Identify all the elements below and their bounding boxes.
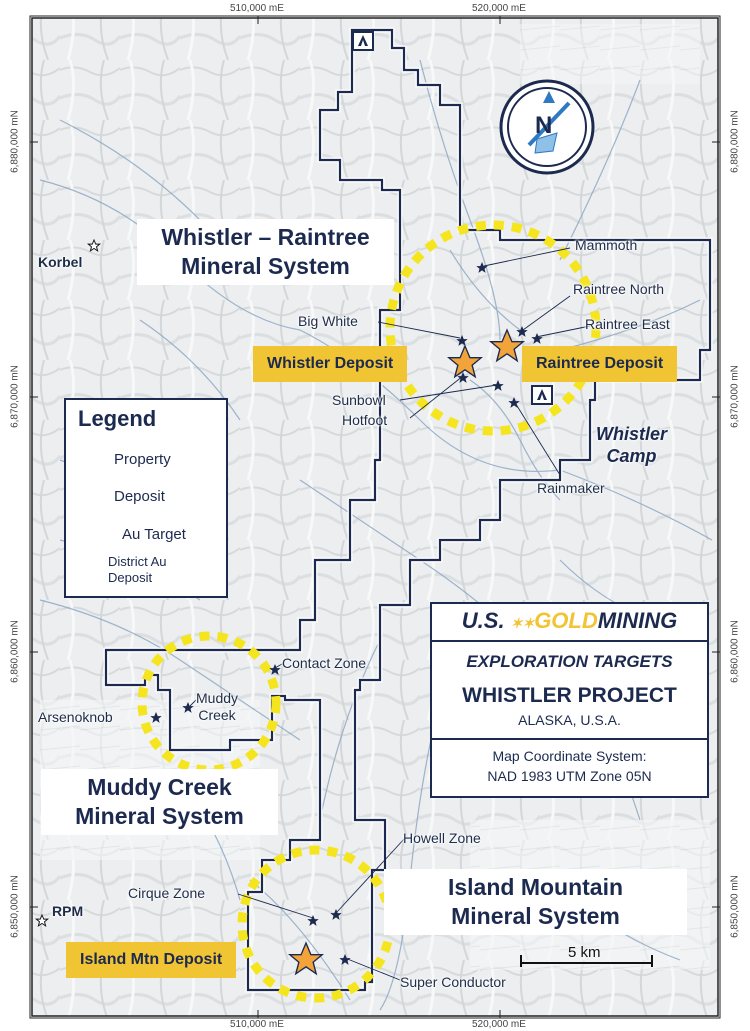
scale-bar-label: 5 km xyxy=(568,944,601,961)
compass-north-letter: N xyxy=(535,112,553,139)
target-label-muddy-creek: Muddy Creek xyxy=(196,690,238,724)
system-label-muddy-creek: Muddy Creek Mineral System xyxy=(41,769,278,835)
deposit-label-raintree: Raintree Deposit xyxy=(522,346,678,382)
camp-label: Whistler Camp xyxy=(596,423,667,467)
target-label-arsenoknob: Arsenoknob xyxy=(38,709,113,725)
camp-label-line: Whistler xyxy=(596,424,668,444)
coord-bottom-520: 520,000 mE xyxy=(472,1019,526,1030)
legend-panel: Legend Property Deposit Au Target Distri… xyxy=(64,398,228,598)
camp-label-line: Camp xyxy=(606,446,657,466)
legend-item-property: Property xyxy=(114,451,171,468)
legend-item-deposit: Deposit xyxy=(114,488,165,505)
target-label-big-white: Big White xyxy=(298,313,358,329)
coord-right-6850: 6,850,000 mN xyxy=(729,875,741,938)
target-label-mammoth: Mammoth xyxy=(575,237,638,253)
title-crs: Map Coordinate System: NAD 1983 UTM Zone… xyxy=(432,746,707,786)
title-heading: EXPLORATION TARGETS xyxy=(466,652,673,671)
legend-item-line: Deposit xyxy=(108,570,153,585)
title-divider xyxy=(432,640,707,642)
target-label-line: Muddy xyxy=(196,690,239,706)
coord-right-6860: 6,860,000 mN xyxy=(729,620,741,683)
logo-stars-icon: ✶✶ xyxy=(510,615,535,631)
coord-left-6860: 6,860,000 mN xyxy=(9,620,21,683)
legend-item-au-target: Au Target xyxy=(122,526,186,543)
legend-item-district-au-deposit: District Au Deposit xyxy=(108,554,167,586)
system-label-line: Island Mountain xyxy=(447,874,624,900)
target-label-raintree-north: Raintree North xyxy=(573,281,665,297)
logo-mining: MINING xyxy=(597,608,678,633)
title-divider xyxy=(432,738,707,740)
coord-top-510: 510,000 mE xyxy=(230,3,284,14)
logo-gold: GOLD xyxy=(534,608,598,633)
target-label-raintree-east: Raintree East xyxy=(585,316,670,332)
district-label-korbel: Korbel xyxy=(38,254,83,270)
target-label-rainmaker: Rainmaker xyxy=(537,480,605,496)
title-project: WHISTLER PROJECT xyxy=(462,684,677,707)
whistler-raintree-circle xyxy=(385,220,601,436)
system-label-line: Mineral System xyxy=(75,803,244,829)
deposit-label-island-mtn: Island Mtn Deposit xyxy=(66,942,237,978)
target-label-cirque-zone: Cirque Zone xyxy=(128,885,206,901)
legend-title: Legend xyxy=(78,406,157,431)
system-label-island-mountain: Island Mountain Mineral System xyxy=(384,869,687,935)
camp-icon xyxy=(531,385,553,405)
target-label-contact-zone: Contact Zone xyxy=(282,655,367,671)
coord-top-520: 520,000 mE xyxy=(472,3,526,14)
title-block: U.S. ✶✶GOLDMINING EXPLORATION TARGETS WH… xyxy=(430,602,709,798)
coord-left-6850: 6,850,000 mN xyxy=(9,875,21,938)
coord-bottom-510: 510,000 mE xyxy=(230,1019,284,1030)
deposit-label-whistler: Whistler Deposit xyxy=(253,346,408,382)
district-label-rpm: RPM xyxy=(52,903,84,919)
system-label-line: Mineral System xyxy=(181,253,350,279)
title-location: ALASKA, U.S.A. xyxy=(518,712,621,728)
title-crs-line: Map Coordinate System: xyxy=(492,748,647,764)
camp-icon xyxy=(352,31,374,51)
system-label-line: Mineral System xyxy=(451,903,620,929)
target-label-sunbowl: Sunbowl xyxy=(332,392,386,408)
coord-left-6880: 6,880,000 mN xyxy=(9,110,21,173)
coord-right-6880: 6,880,000 mN xyxy=(729,110,741,173)
legend-item-line: District Au xyxy=(108,554,167,569)
system-label-whistler-raintree: Whistler – Raintree Mineral System xyxy=(137,219,394,285)
muddy-creek-circle xyxy=(137,631,281,775)
company-logo: U.S. ✶✶GOLDMINING xyxy=(432,608,707,634)
system-label-line: Whistler – Raintree xyxy=(161,224,370,250)
title-crs-line: NAD 1983 UTM Zone 05N xyxy=(487,768,652,784)
coord-left-6870: 6,870,000 mN xyxy=(9,365,21,428)
target-label-line: Creek xyxy=(198,707,236,723)
system-label-line: Muddy Creek xyxy=(87,774,232,800)
coord-right-6870: 6,870,000 mN xyxy=(729,365,741,428)
target-label-super-conductor: Super Conductor xyxy=(400,974,506,990)
compass-icon xyxy=(499,79,595,175)
target-label-hotfoot: Hotfoot xyxy=(342,412,388,428)
target-label-howell-zone: Howell Zone xyxy=(403,830,481,846)
logo-us: U.S. xyxy=(461,608,505,633)
scale-bar xyxy=(520,955,653,967)
